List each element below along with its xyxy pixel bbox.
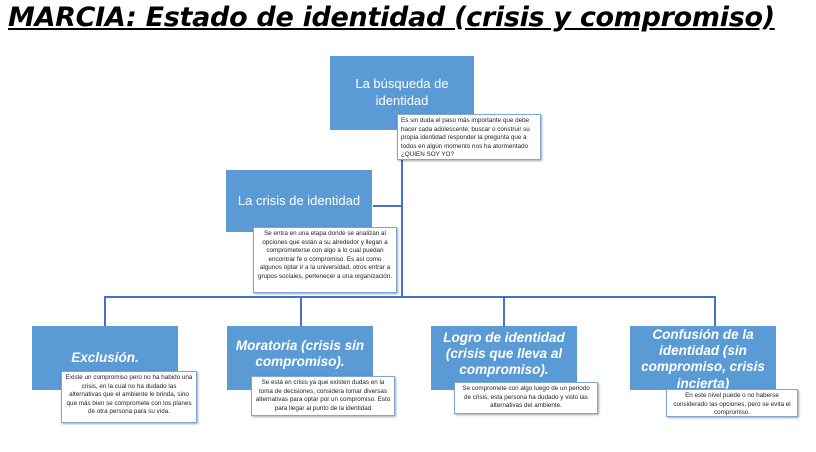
connector-moratoria (300, 296, 302, 326)
node-confusion-identidad: Confusión de la identidad (sin compromis… (630, 326, 776, 391)
connector-trunk (401, 130, 403, 297)
connector-logro (503, 296, 505, 326)
note-confusion-identidad: En este nivel puede o no haberse conside… (666, 389, 798, 417)
node-crisis-identidad: La crisis de identidad (226, 170, 372, 232)
node-label: Exclusión. (71, 349, 139, 365)
connector-confusion (714, 296, 716, 326)
node-label: Moratoria (crisis sin compromiso). (235, 338, 365, 370)
node-label: Logro de identidad (crisis que lleva al … (443, 330, 565, 378)
page-title: MARCIA: Estado de identidad (crisis y co… (8, 2, 775, 33)
note-crisis-identidad: Se entra en una etapa donde se analizan … (253, 227, 397, 293)
note-moratoria: Se está en crisis ya que existen dudas e… (251, 376, 395, 416)
node-label: Confusión de la identidad (sin compromis… (641, 327, 765, 391)
note-logro-identidad: Se compromete con algo luego de un perio… (454, 382, 598, 414)
connector-crisis-branch (373, 205, 402, 207)
node-logro-identidad: Logro de identidad (crisis que lleva al … (431, 326, 577, 390)
connector-exclusion (104, 296, 106, 326)
connector-horizontal-bus (104, 296, 716, 298)
node-label: La búsqueda de identidad (355, 76, 449, 108)
note-busqueda-identidad: Es sin duda el paso más importante que d… (397, 114, 541, 160)
note-exclusion: Existe un compromiso pero no ha habido u… (61, 371, 197, 423)
node-label: La crisis de identidad (237, 192, 361, 208)
